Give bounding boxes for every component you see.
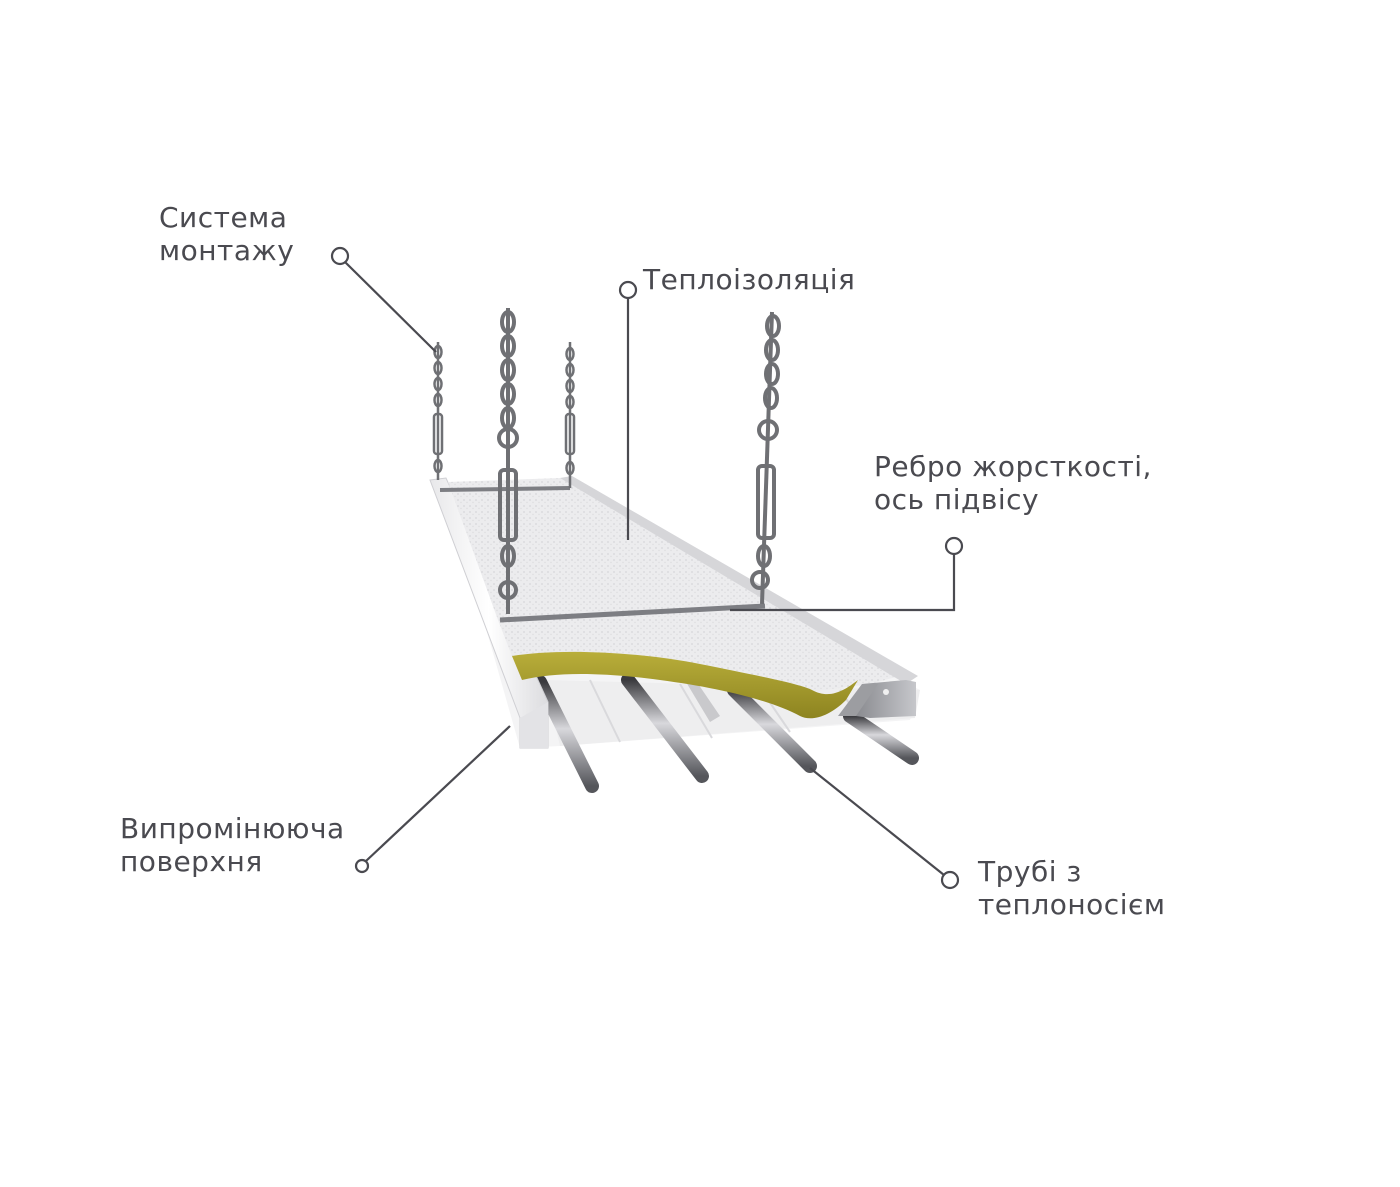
label-line: Трубі з	[978, 855, 1082, 888]
insulation-layer	[448, 476, 918, 719]
mineral-wool-edge	[512, 651, 858, 719]
pipe	[533, 675, 599, 793]
stiffening-rib-profile	[838, 680, 916, 718]
leader-dot-pipes	[940, 870, 960, 890]
hanger-rods	[439, 486, 766, 623]
pipe	[843, 709, 919, 765]
heat-carrier-pipes	[533, 673, 919, 793]
radiant-surface-label: Випромінююча поверхня	[120, 812, 345, 878]
label-line: Ребро жорсткості,	[874, 450, 1152, 483]
label-line: Теплоізоляція	[643, 263, 856, 296]
mounting-chains	[432, 308, 781, 614]
side-profile	[429, 477, 549, 749]
leader-dot-insulation	[618, 280, 638, 300]
pipe	[621, 673, 709, 783]
leader-lines	[330, 246, 964, 890]
leader-dot-surface	[354, 858, 370, 874]
label-line: теплоносієм	[978, 888, 1166, 921]
mounting-system-label: Система монтажу	[159, 201, 294, 267]
label-line: ось підвісу	[874, 483, 1040, 516]
leader-dot-mounting	[330, 246, 350, 266]
pipe	[727, 683, 817, 773]
label-line: монтажу	[159, 234, 295, 267]
label-line: Система	[159, 201, 288, 234]
chain	[750, 311, 781, 605]
label-line: Випромінююча	[120, 812, 345, 845]
label-line: поверхня	[120, 845, 263, 878]
chain	[432, 342, 444, 480]
chain	[497, 308, 519, 614]
stiffening-rib-label: Ребро жорсткості, ось підвісу	[874, 450, 1152, 516]
pipes-label: Трубі з теплоносієм	[978, 855, 1165, 921]
chain	[564, 342, 576, 488]
leader-dot-rib	[944, 536, 964, 556]
insulation-label: Теплоізоляція	[643, 263, 855, 296]
